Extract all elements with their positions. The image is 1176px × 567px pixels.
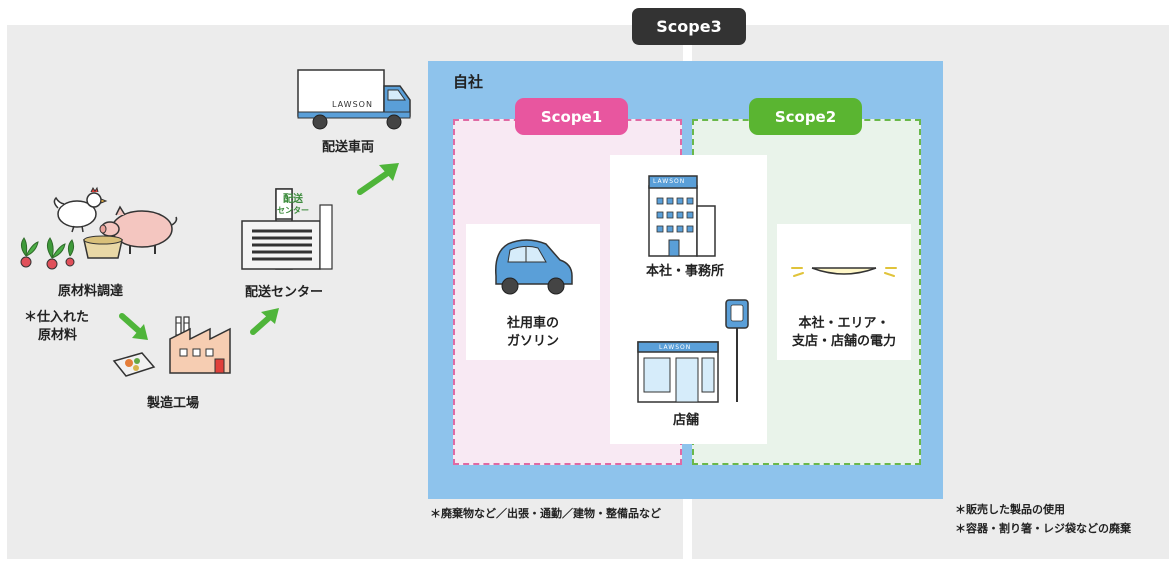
arrow-icon <box>357 163 399 195</box>
raw-materials-note-line2: 原材料 <box>38 328 78 343</box>
hq-office-label: 本社・事務所 <box>646 264 725 279</box>
distribution-center-label: 配送センター <box>245 285 324 300</box>
truck-logo: LAWSON <box>332 100 373 109</box>
other-categories-note: ＊廃棄物など／出張・通勤／建物・整備品など <box>430 507 661 520</box>
store-logo: LAWSON <box>659 344 692 351</box>
electricity-label-line2: 支店・店舗の電力 <box>791 334 896 349</box>
truck-icon <box>297 69 411 130</box>
electricity-label: 本社・エリア・ 支店・店舗の電力 <box>786 315 902 351</box>
office-building-icon <box>648 175 716 257</box>
store-label: 店舗 <box>673 413 700 428</box>
chicken-icon <box>53 186 108 233</box>
distribution-center-sign-line2: センター <box>277 206 309 215</box>
scope1-badge: Scope1 <box>515 98 628 135</box>
truck-label: 配送車両 <box>322 140 375 155</box>
store-icon <box>637 299 749 403</box>
electricity-label-line1: 本社・エリア・ <box>798 316 890 331</box>
arrow-icon <box>119 313 148 340</box>
disposal-note: ＊容器・割り箸・レジ袋などの廃棄 <box>955 522 1131 535</box>
scope3-badge: Scope3 <box>632 8 746 45</box>
office-logo: LAWSON <box>653 178 686 185</box>
factory-label: 製造工場 <box>147 396 200 411</box>
ceiling-light-icon <box>791 267 897 277</box>
distribution-center-sign: 配送 センター <box>277 194 309 216</box>
raw-materials-note-line1: ＊仕入れた <box>24 310 90 325</box>
company-car-label-line1: 社用車の <box>506 316 559 331</box>
factory-icon <box>169 316 231 374</box>
electricity-card <box>777 224 911 360</box>
feed-box-icon <box>83 235 123 259</box>
scope2-badge: Scope2 <box>749 98 862 135</box>
company-car-label-line2: ガソリン <box>506 334 559 349</box>
raw-materials-label: 原材料調達 <box>58 284 124 299</box>
food-tray-icon <box>112 352 156 377</box>
warehouse-icon <box>241 188 333 270</box>
distribution-center-sign-line1: 配送 <box>283 194 303 205</box>
own-company-label: 自社 <box>453 73 484 91</box>
car-icon <box>495 239 573 295</box>
arrow-icon <box>250 308 279 335</box>
product-use-note: ＊販売した製品の使用 <box>955 503 1065 516</box>
company-car-label: 社用車の ガソリン <box>496 315 570 351</box>
pig-icon <box>99 205 178 254</box>
vegetable-icon <box>20 237 75 270</box>
